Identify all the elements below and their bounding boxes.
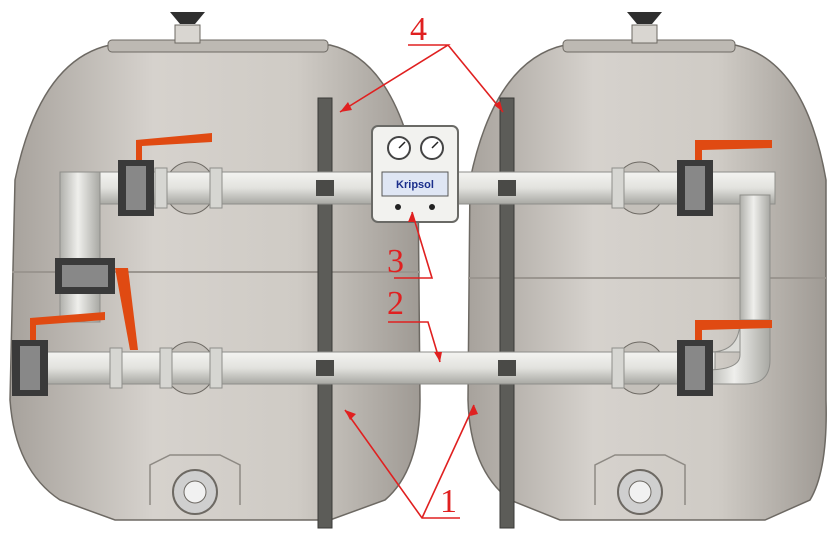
left-air-release-knob-icon [170, 12, 205, 24]
valve-upper-left [118, 133, 212, 216]
callout-2: 2 [387, 285, 404, 322]
panel-brand-label: Kripsol [396, 179, 434, 191]
support-post-right [499, 97, 515, 529]
valve-handle-icon [115, 268, 138, 350]
lower-manifold-pipe [44, 319, 771, 389]
callout-leaders [339, 44, 504, 519]
valve-handle-icon [695, 140, 772, 160]
valve-mid-left [55, 258, 138, 350]
valve-lower-right [677, 320, 772, 396]
valve-handle-icon [695, 320, 772, 340]
valve-lower-left [12, 312, 105, 396]
valve-upper-right [677, 140, 772, 216]
right-air-release-knob-icon [627, 12, 662, 24]
callout-3: 3 [387, 243, 404, 280]
valve-handle-icon [30, 312, 105, 340]
pressure-gauge-panel: Kripsol [371, 125, 459, 223]
callout-4: 4 [410, 11, 427, 48]
right-filter-tank [467, 12, 827, 521]
valve-handle-icon [136, 133, 212, 160]
support-post-left [317, 97, 333, 529]
callout-1: 1 [440, 483, 457, 520]
